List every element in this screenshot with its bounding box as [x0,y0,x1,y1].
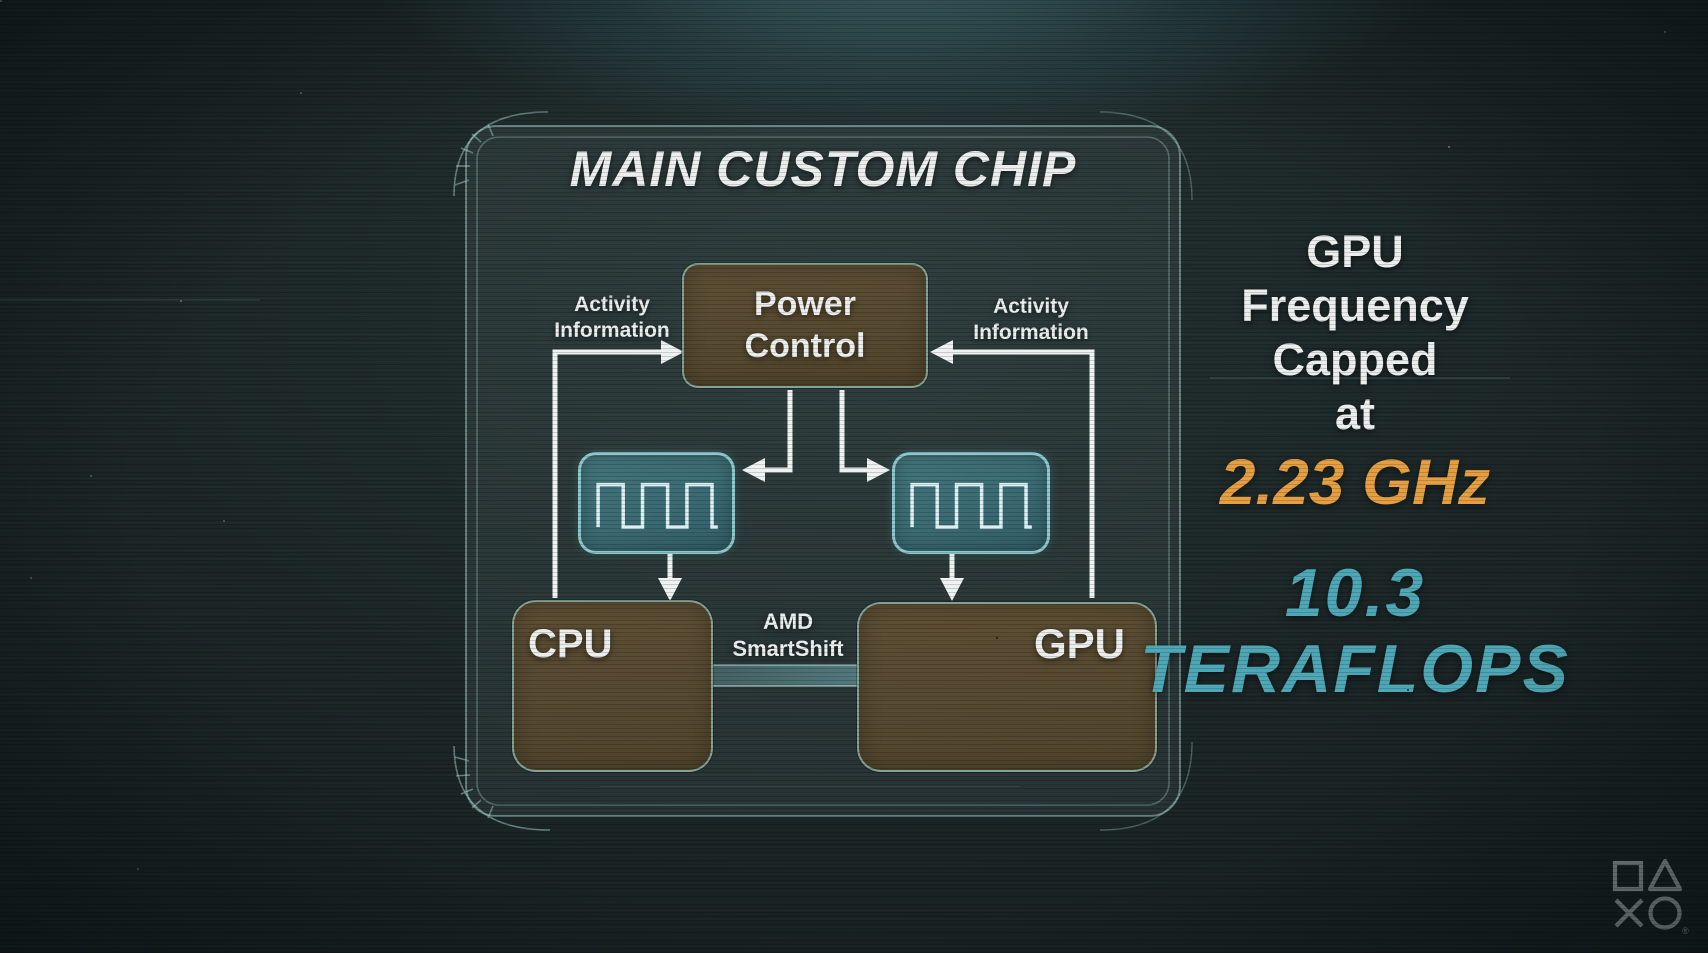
noise-specks [0,0,2,2]
stats-line-capped: Capped [1272,334,1438,385]
clock-waveform-icon [910,482,1032,529]
playstation-logo: ® [1612,858,1689,936]
cpu-label: CPU [528,622,613,666]
registered-mark: ® [1682,926,1689,936]
square-icon [1612,860,1644,892]
stats-line-gpu: GPU [1306,226,1404,277]
clock-waveform-icon [595,482,718,529]
circle-icon [1648,896,1682,930]
gpu-frequency-value: 2.23 GHz [1219,446,1491,518]
cpu-clock-box [578,452,735,554]
teraflops-value: 10.3 [1284,555,1426,631]
power-control-label: Power Control [744,285,866,365]
gpu-label: GPU [1033,620,1125,667]
activity-information-label-left: Activity Information [554,293,670,342]
stats-column: GPU Frequency Capped at 2.23 GHz 10.3 TE… [1140,225,1570,707]
amd-smartshift-label: AMD SmartShift [732,609,844,661]
triangle-icon [1647,858,1683,892]
gpu-clock-box [892,452,1050,554]
stats-line-at: at [1334,388,1375,439]
activity-information-label-right: Activity Information [973,295,1089,344]
stats-line-frequency: Frequency [1241,280,1469,331]
teraflops-label: TERAFLOPS [1140,631,1570,707]
chip-title: MAIN CUSTOM CHIP [569,141,1077,197]
